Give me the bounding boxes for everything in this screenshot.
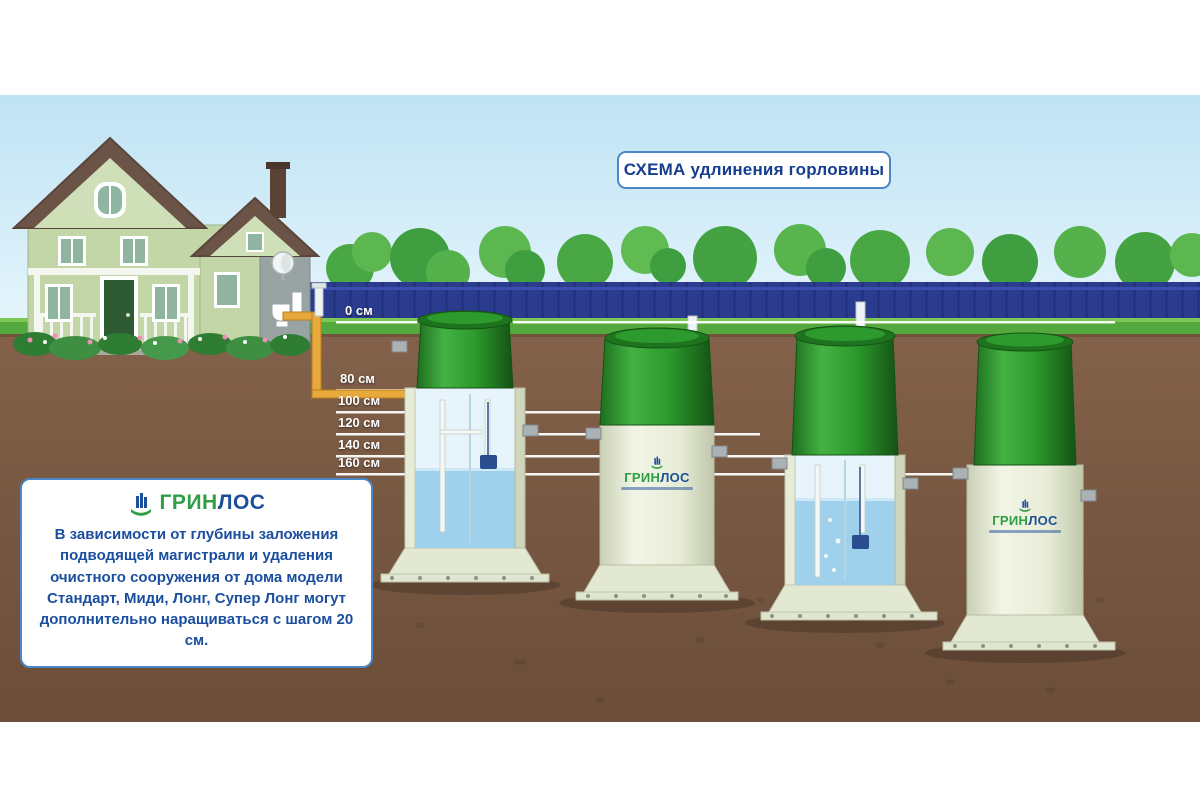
tank-2-logo: ГРИНЛОС [599,455,715,490]
brand-logo-blue: ЛОС [217,491,266,514]
septic-tank-2 [559,315,755,613]
house [11,136,321,360]
zero-depth-line [336,321,1115,324]
tank-2-logo-blue: ЛОС [660,470,690,485]
tank-4-logo-green: ГРИН [992,513,1029,528]
upper-windows [58,232,264,266]
depth-label-160: 160 см [338,455,381,470]
title-banner-rest: удлинения горловины [690,160,885,179]
tank-2-logo-green: ГРИН [624,470,661,485]
septic-tank-3 [745,301,945,633]
tank-4-logo-tagline [989,530,1061,533]
info-text: В зависимости от глубины заложения подво… [39,526,354,650]
brand-logo-green: ГРИН [159,491,218,514]
tank-4-logo: ГРИНЛОС [967,498,1083,533]
trees [326,224,1200,294]
bushes [13,332,310,360]
sewer-pipe [282,282,413,399]
depth-label-0: 0 см [345,303,373,318]
brand-logo-text: ГРИНЛОС [160,491,266,515]
satellite-dish-icon [271,251,295,280]
greenlos-leaf-buildings-icon [130,493,151,516]
depth-label-100: 100 см [338,393,381,408]
greenlos-leaf-buildings-icon [651,456,663,469]
info-box: ГРИНЛОС В зависимости от глубины заложен… [20,478,373,668]
tank-2-logo-text: ГРИНЛОС [599,470,715,485]
title-banner-bold: СХЕМА [623,160,686,179]
depth-label-140: 140 см [338,437,381,452]
depth-label-120: 120 см [338,415,381,430]
title-banner: СХЕМА удлинения горловины [617,151,891,189]
depth-label-80: 80 см [340,371,375,386]
septic-tank-1 [370,310,560,595]
brand-logo: ГРИНЛОС [35,490,358,516]
septic-tank-4 [925,332,1125,663]
tank-2-logo-tagline [621,487,693,490]
lower-windows [45,272,240,322]
attic-window [94,182,126,218]
vent-pipe [311,282,327,317]
tank-4-logo-text: ГРИНЛОС [967,513,1083,528]
tank-4-logo-blue: ЛОС [1028,513,1058,528]
greenlos-leaf-buildings-icon [1019,499,1031,512]
